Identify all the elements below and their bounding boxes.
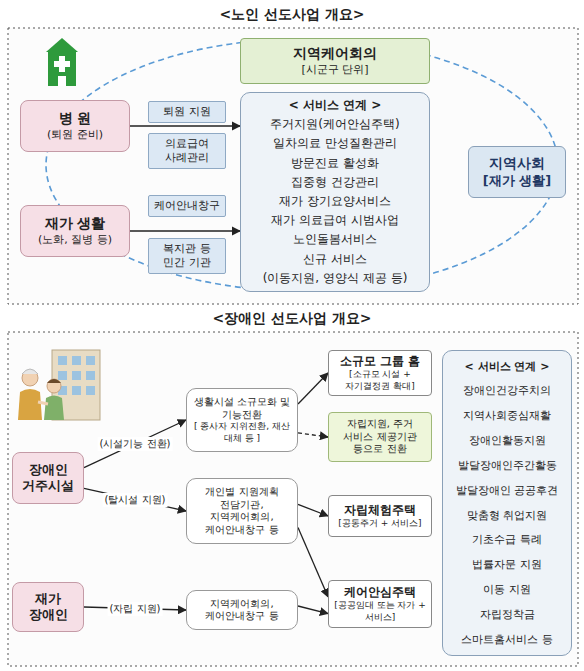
- flow-arrow: [298, 433, 328, 437]
- node-subtext: 맞춤형 취업지원: [467, 509, 548, 523]
- node-title: 자립체험주택: [344, 503, 416, 518]
- flow-arrow: [84, 488, 186, 511]
- node-subtext: [소규모 시설 + 자기결정권 확대]: [334, 369, 426, 392]
- flow-arrow: [84, 420, 186, 468]
- node-subtext: 노인돌봄서비스: [293, 232, 377, 247]
- node-subtext: 신규 서비스: [303, 252, 367, 267]
- node-subtext: 지역사회중심재활: [463, 409, 551, 423]
- node-title: 지역케어회의, 케어안내창구 등: [192, 598, 292, 623]
- node-subtext: [시군구 단위]: [301, 63, 368, 77]
- service-list: < 서비스 연계 > 장애인건강주치의지역사회중심재활장애인활동지원발달장애인주간…: [442, 350, 572, 656]
- node-title: 자립지원, 주거 서비스 제공기관 등으로 전환: [334, 418, 426, 456]
- node-title: 재가 생활: [45, 215, 106, 233]
- process-box: 생활시설 소규모화 및 기능전환[ 종사자 지위전환, 재산 대체 등 ]: [186, 388, 298, 452]
- edge-label: (자립 지원): [108, 602, 163, 616]
- node-subtext: 자립정착금: [480, 608, 535, 622]
- process-box: 개인별 지원계획 전담기관, 지역케어회의, 케어안내창구 등: [186, 478, 298, 544]
- node-subtext: 발달장애인 공공후견: [456, 484, 559, 498]
- section-heading: <장애인 선도사업 개요>: [0, 310, 584, 328]
- node-subtext: 주거지원(케어안심주택): [270, 117, 399, 132]
- node-subtext: 장애인활동지원: [469, 434, 546, 448]
- route-tag: 의료급여 사례관리: [148, 133, 226, 169]
- service-list: < 서비스 연계 > 주거지원(케어안심주택) 일차의료 만성질환관리방문진료 활성…: [240, 92, 430, 292]
- council-box: 지역케어회의[시군구 단위]: [240, 38, 430, 84]
- node-title: < 서비스 연계 >: [465, 360, 550, 374]
- start-box: 장애인 거주시설: [12, 452, 84, 504]
- route-tag: 퇴원 지원: [148, 101, 226, 123]
- housing-box: 소규모 그룹 홈[소규모 시설 + 자기결정권 확대]: [328, 350, 432, 396]
- node-title: 장애인 거주시설: [18, 462, 78, 495]
- node-subtext: 일차의료 만성질환관리: [273, 136, 397, 151]
- node-subtext: 집중형 건강관리: [291, 175, 379, 190]
- node-subtext: 기초수급 특례: [472, 533, 542, 547]
- node-title: 재가 장애인: [18, 591, 78, 624]
- care-facility-illustration: [18, 350, 100, 420]
- hospital-icon: [46, 38, 78, 86]
- node-title: 지역사회: [489, 155, 545, 173]
- node-title: 병 원: [59, 110, 92, 128]
- flow-arrow: [130, 230, 240, 231]
- node-subtext: 이동 지원: [483, 583, 531, 597]
- node-subtext: 재가 의료급여 시범사업: [271, 213, 399, 228]
- node-subtext: 방문진료 활성화: [291, 156, 379, 171]
- route-tag: 복지관 등 민간 기관: [148, 238, 226, 274]
- node-title: < 서비스 연계 >: [289, 98, 382, 113]
- flow-arrow: [298, 373, 328, 404]
- node-subtext: (퇴원 준비): [47, 128, 103, 142]
- dotted-frame: [8, 332, 578, 666]
- edge-label: (시설기능 전환): [98, 437, 173, 451]
- flow-arrow: [298, 606, 328, 614]
- process-box: 지역케어회의, 케어안내창구 등: [186, 590, 298, 630]
- node-title: 의료급여 사례관리: [154, 137, 220, 165]
- start-box: 병 원(퇴원 준비): [20, 100, 130, 152]
- node-subtext: [ 종사자 지위전환, 재산 대체 등 ]: [192, 421, 292, 444]
- node-title: 케어안내창구: [154, 199, 220, 213]
- edge-label: (탈시설 지원): [103, 493, 168, 507]
- housing-box: 자립체험주택[공동주거 + 서비스]: [328, 495, 432, 537]
- node-title: 지역케어회의: [293, 45, 377, 63]
- node-subtext: 발달장애인주간활동: [458, 459, 557, 473]
- housing-box: 케어안심주택[공공임대 또는 자가 + 서비스]: [328, 580, 432, 628]
- node-subtext: 장애인건강주치의: [463, 384, 551, 398]
- flow-arrow: [130, 125, 240, 126]
- flow-arrow: [298, 504, 328, 516]
- conversion-box: 자립지원, 주거 서비스 제공기관 등으로 전환: [328, 412, 432, 462]
- node-title: 케어안심주택: [344, 585, 416, 600]
- section-heading: <노인 선도사업 개요>: [0, 6, 584, 24]
- flow-arrow: [298, 528, 328, 597]
- route-tag: 케어안내창구: [148, 195, 226, 217]
- start-box: 재가 생활(노화, 질병 등): [20, 205, 130, 257]
- node-title: 생활시설 소규모화 및 기능전환: [192, 396, 292, 421]
- community-box: 지역사회[재가 생활]: [468, 146, 566, 198]
- start-box: 재가 장애인: [12, 582, 84, 632]
- node-subtext: (이동지원, 영양식 제공 등): [263, 271, 408, 286]
- node-title: 복지관 등 민간 기관: [154, 242, 220, 270]
- node-title: 소규모 그룹 홈: [340, 354, 420, 369]
- node-subtext: [공공임대 또는 자가 + 서비스]: [334, 600, 426, 623]
- node-subtext: 재가 장기요양서비스: [279, 194, 391, 209]
- node-title: 퇴원 지원: [163, 105, 211, 119]
- node-title: 개인별 지원계획 전담기관, 지역케어회의, 케어안내창구 등: [192, 486, 292, 536]
- dotted-frame: [8, 28, 578, 304]
- node-subtext: 법률자문 지원: [472, 558, 542, 572]
- node-subtext: [공동주거 + 서비스]: [338, 518, 421, 529]
- node-subtext: (노화, 질병 등): [38, 233, 112, 247]
- node-subtext: [재가 생활]: [483, 173, 551, 189]
- node-subtext: 스마트홈서비스 등: [461, 633, 553, 647]
